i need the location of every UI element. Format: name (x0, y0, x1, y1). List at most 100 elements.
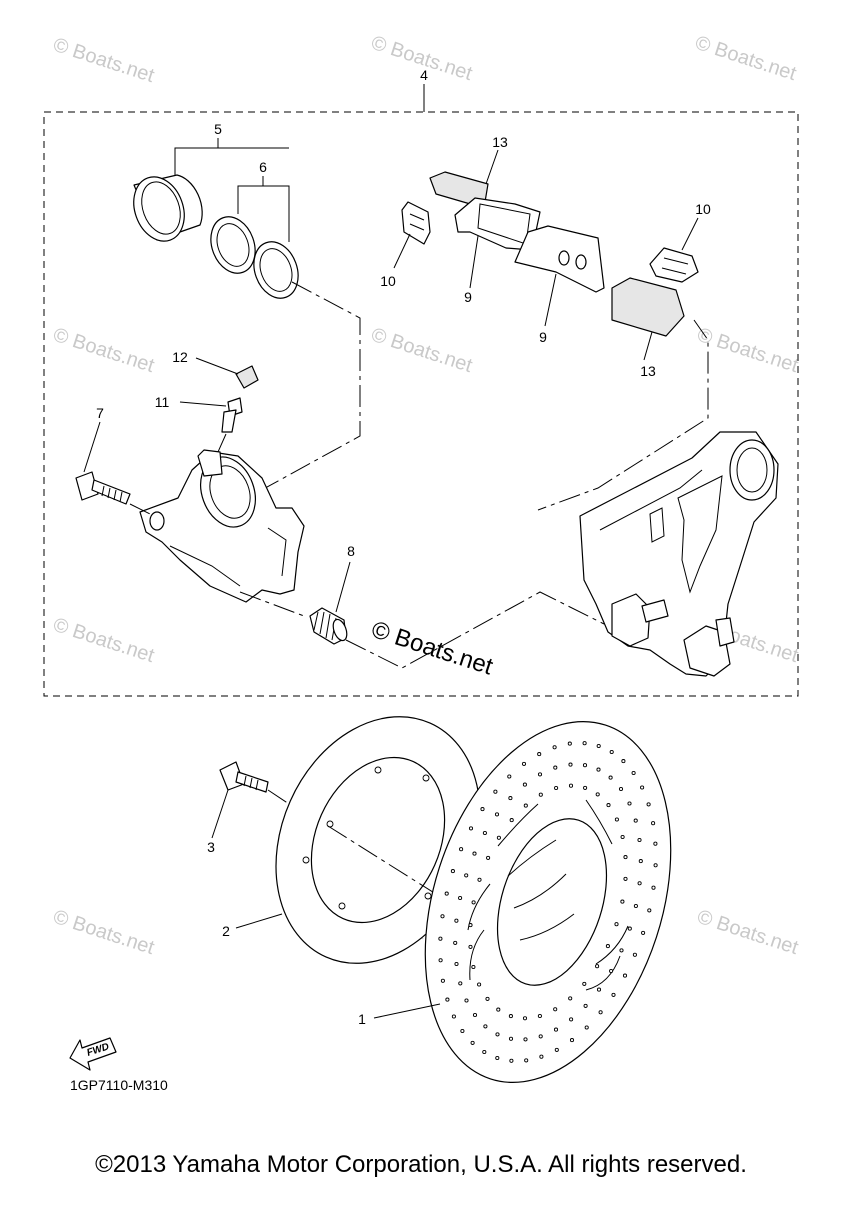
rotor-drill-hole (641, 930, 646, 935)
rotor-drill-hole (596, 743, 601, 749)
rotor-drill-hole (522, 782, 527, 787)
brake-caliper-body (139, 449, 305, 603)
rotor-drill-hole (614, 817, 619, 822)
rotor-drill-hole (583, 785, 588, 790)
watermark: © Boats.net (50, 324, 157, 377)
callout-12: 12 (172, 349, 188, 365)
rotor-drill-hole (438, 936, 443, 941)
bleeder-cap (235, 365, 259, 389)
rotor-drill-hole (508, 1036, 514, 1041)
rotor-drill-hole (537, 1013, 542, 1019)
watermark: © Boats.net (50, 614, 157, 667)
rotor-drill-hole (485, 996, 490, 1001)
rotor-drill-hole (450, 869, 455, 874)
rotor-drill-hole (486, 855, 491, 860)
callout-2: 2 (222, 923, 230, 939)
rotor-drill-hole (537, 752, 542, 757)
assembly-line (129, 503, 155, 517)
rotor-drill-hole (651, 885, 656, 890)
assembly-line (537, 319, 709, 511)
rotor-drill-hole (653, 841, 658, 846)
caliper-bolt (75, 471, 131, 505)
pad-spring-right (649, 247, 699, 283)
rotor-drill-hole (509, 818, 514, 823)
rotor-drill-hole (606, 803, 611, 808)
leader-line (681, 217, 699, 251)
rotor-drill-hole (567, 741, 572, 746)
caliper-piston (133, 174, 203, 242)
rotor-drill-hole (470, 1040, 475, 1045)
rotor-drill-hole (605, 944, 610, 949)
rotor-drill-hole (627, 926, 632, 931)
rotor-drill-hole (440, 914, 445, 919)
leader-line (83, 421, 101, 473)
caliper-bracket (579, 431, 779, 677)
rotor-drill-hole (458, 895, 463, 901)
rotor-drill-hole (538, 792, 543, 797)
rotor-drill-hole (647, 908, 652, 913)
slide-pin-boot (309, 607, 348, 645)
callout-10-left: 10 (380, 273, 396, 289)
rotor-drill-hole (495, 1055, 500, 1061)
leader-line (485, 149, 499, 185)
rotor-drill-hole (609, 749, 614, 755)
watermark-center: © Boats.net (368, 616, 496, 681)
rotor-drill-hole (583, 1003, 588, 1008)
rotor-drill-hole (471, 900, 476, 905)
rotor-drill-hole (621, 759, 626, 764)
rotor-drill-hole (538, 1034, 543, 1039)
leader-line (211, 789, 229, 839)
rotor-drill-hole (468, 944, 473, 949)
rotor-drill-hole (631, 770, 636, 776)
assembly-line (267, 789, 293, 807)
brake-pad-set (429, 171, 685, 337)
rotor-drill-hole (618, 786, 624, 792)
caliper-assembly-box (43, 111, 799, 697)
rotor-drill-hole (646, 802, 651, 807)
rotor-drill-hole (568, 762, 573, 767)
callout-6: 6 (259, 159, 267, 175)
rotor-drill-hole (554, 785, 559, 791)
rotor-drill-hole (553, 765, 558, 770)
rotor-drill-hole (619, 948, 624, 953)
rotor-drill-hole (468, 826, 474, 831)
rotor-drill-hole (468, 923, 473, 928)
rotor-drill-hole (622, 973, 628, 978)
leader-line (235, 913, 283, 929)
rotor-drill-hole (494, 812, 500, 817)
rotor-drill-hole (438, 958, 443, 963)
rotor-drill-hole (554, 1047, 559, 1052)
callout-3: 3 (207, 839, 215, 855)
rotor-drill-hole (459, 847, 464, 852)
rotor-drill-hole (521, 761, 527, 766)
rotor-drill-hole (508, 796, 513, 801)
rotor-drill-hole (623, 876, 628, 881)
rotor-drill-hole (464, 873, 469, 878)
rotor-drill-hole (637, 881, 642, 886)
leader-line (469, 235, 479, 289)
rotor-drill-hole (496, 1007, 501, 1012)
callout-7: 7 (96, 405, 104, 421)
callout-8: 8 (347, 543, 355, 559)
rotor-drill-hole (627, 801, 632, 806)
rotor-drill-hole (480, 807, 485, 812)
bleed-screw (221, 397, 243, 433)
rotor-drill-hole (623, 855, 628, 860)
watermark: © Boats.net (694, 906, 801, 959)
leader-line (335, 561, 351, 613)
rotor-drill-hole (482, 830, 487, 836)
callout-10-right: 10 (695, 201, 711, 217)
rotor-drill-hole (653, 863, 658, 868)
callout-11: 11 (155, 394, 170, 410)
watermark: © Boats.net (692, 32, 799, 85)
leader-line (544, 273, 557, 327)
leader-line (643, 331, 653, 361)
pad-spring-left (401, 201, 431, 245)
rotor-drill-hole (633, 818, 638, 823)
rotor-drill-hole (595, 964, 600, 969)
rotor-drill-hole (552, 745, 557, 750)
rotor-drill-hole (523, 803, 528, 808)
rotor-drill-hole (454, 918, 459, 923)
rotor-drill-hole (608, 775, 613, 780)
